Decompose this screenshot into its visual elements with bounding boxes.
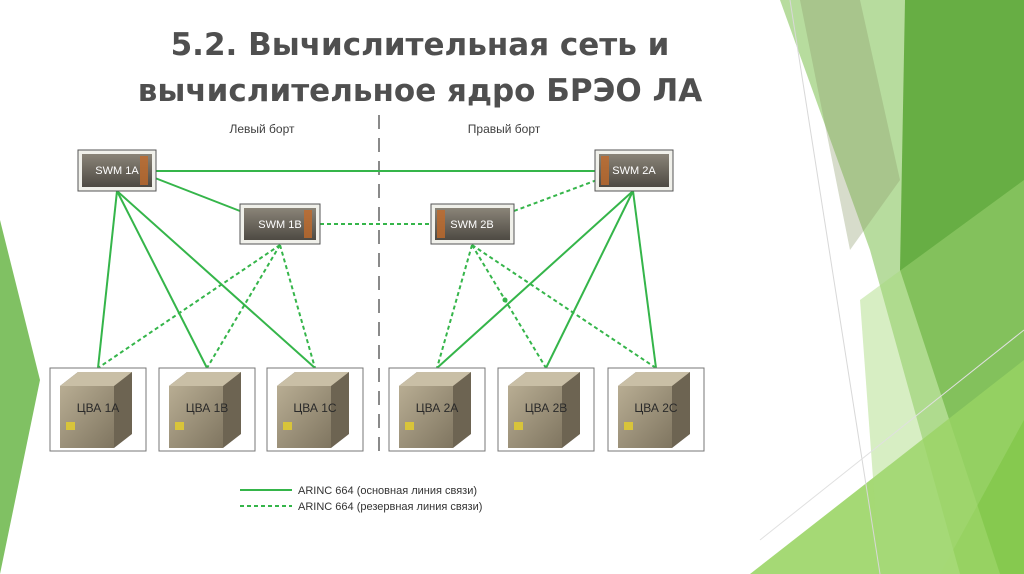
switch-sw2b: SWM 2B — [430, 203, 515, 245]
module-label: ЦВА 1C — [293, 401, 336, 415]
module-label: ЦВА 2C — [634, 401, 677, 415]
link-sw1b-c1a — [97, 244, 281, 369]
left-edge-stripe — [0, 220, 40, 574]
module-face — [169, 386, 223, 448]
link-sw2b-c2b — [471, 244, 547, 369]
deco-line-1 — [789, 0, 881, 574]
module-top — [277, 372, 349, 386]
module-top — [399, 372, 471, 386]
switch-label: SWM 1A — [95, 165, 139, 177]
switch-label: SWM 1B — [258, 219, 301, 231]
link-sw2b-sw2a — [513, 179, 598, 212]
module-c1b: ЦВА 1B — [158, 367, 256, 452]
title-line-2: вычислительное ядро БРЭО ЛА — [137, 73, 703, 109]
module-face — [277, 386, 331, 448]
module-label: ЦВА 2A — [416, 401, 459, 415]
link-sw1b-c1b — [206, 244, 281, 369]
module-top — [618, 372, 690, 386]
link-sw2b-c2a — [436, 244, 473, 369]
link-crossing-dot — [502, 297, 508, 303]
primary-links — [97, 170, 657, 369]
right-side-label: Правый борт — [468, 122, 541, 136]
legend-primary-label: ARINC 664 (основная линия связи) — [298, 485, 477, 497]
link-sw2a-c2c — [632, 190, 657, 369]
link-sw2b-c2c — [471, 244, 657, 369]
module-sticker — [66, 422, 75, 430]
link-sw1a-sw1b — [154, 177, 241, 212]
module-c2a: ЦВА 2A — [388, 367, 486, 452]
module-label: ЦВА 1B — [186, 401, 229, 415]
right-panel-highlight — [860, 180, 1024, 574]
link-sw2a-c2a — [436, 190, 634, 369]
module-top — [60, 372, 132, 386]
module-sticker — [405, 422, 414, 430]
switch-connector — [437, 210, 445, 238]
deco-line-2 — [759, 329, 1024, 541]
link-sw1a-c1b — [116, 190, 208, 369]
backup-links — [97, 179, 657, 369]
module-sticker — [514, 422, 523, 430]
legend-backup-label: ARINC 664 (резервная линия связи) — [298, 501, 482, 513]
module-label: ЦВА 1A — [77, 401, 120, 415]
module-c1a: ЦВА 1A — [49, 367, 147, 452]
module-c2b: ЦВА 2B — [497, 367, 595, 452]
switch-label: SWM 2A — [612, 165, 656, 177]
link-sw1a-c1a — [97, 190, 118, 369]
link-sw1a-c1c — [116, 190, 316, 369]
switch-connector — [601, 156, 609, 185]
link-sw2a-c2b — [545, 190, 634, 369]
module-c1c: ЦВА 1C — [266, 367, 364, 452]
bottom-right-triangle — [750, 360, 1024, 574]
switch-sw1b: SWM 1B — [239, 203, 321, 245]
switch-sw1a: SWM 1A — [77, 149, 157, 192]
legend: ARINC 664 (основная линия связи) ARINC 6… — [240, 485, 482, 513]
module-label: ЦВА 2B — [525, 401, 568, 415]
module-face — [508, 386, 562, 448]
module-sticker — [624, 422, 633, 430]
module-sticker — [175, 422, 184, 430]
module-face — [399, 386, 453, 448]
switch-connector — [140, 156, 148, 185]
switch-label: SWM 2B — [450, 219, 493, 231]
module-c2c: ЦВА 2C — [607, 367, 705, 452]
module-top — [508, 372, 580, 386]
title-line-1: 5.2. Вычислительная сеть и — [170, 27, 670, 63]
switch-connector — [304, 210, 312, 238]
module-top — [169, 372, 241, 386]
link-sw1b-c1c — [279, 244, 316, 369]
switch-body — [599, 154, 669, 187]
left-side-label: Левый борт — [229, 122, 295, 136]
module-face — [60, 386, 114, 448]
switch-body — [435, 208, 510, 240]
module-face — [618, 386, 672, 448]
module-sticker — [283, 422, 292, 430]
slide-title: 5.2. Вычислительная сеть и вычислительно… — [120, 22, 720, 114]
right-panel-grey — [800, 0, 900, 250]
switch-sw2a: SWM 2A — [594, 149, 674, 192]
